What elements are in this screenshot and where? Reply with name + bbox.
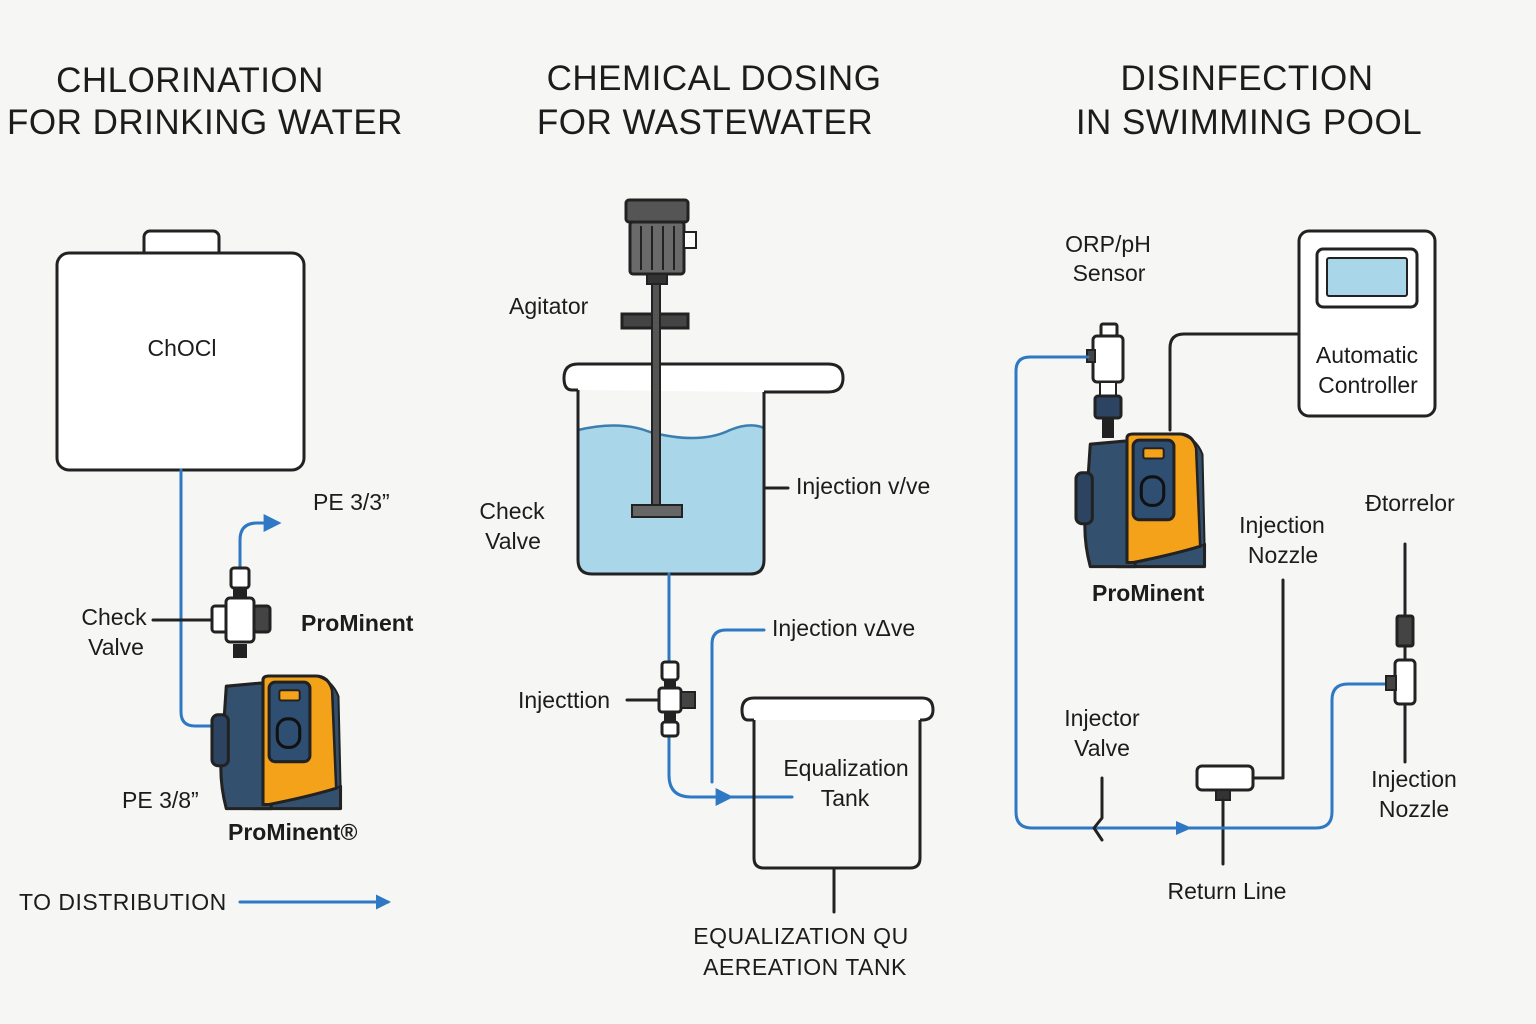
injection-nozzle-right[interactable]	[1385, 614, 1417, 764]
nozzle-mid-label-2: Nozzle	[1248, 542, 1318, 568]
injector-valve-label-1: Injector	[1064, 705, 1140, 731]
agitator-label: Agitator	[509, 293, 589, 319]
controller-cable	[1168, 332, 1301, 432]
controller-label-2: Controller	[1318, 372, 1418, 398]
injector-valve-leader	[1092, 776, 1104, 842]
agitator-shaft	[651, 283, 661, 511]
panel-chlorination: CHLORINATION FOR DRINKING WATER ChOCl PE…	[7, 61, 414, 915]
automatic-controller[interactable]: Automatic Controller	[1297, 229, 1437, 418]
footer-label-2: AEREATION TANK	[703, 954, 907, 980]
agitator-impeller	[631, 504, 683, 518]
equalization-tank-label-1: Equalization	[783, 755, 908, 781]
check-valve-label-1: Check	[81, 604, 147, 630]
injection-fitting[interactable]	[657, 660, 696, 738]
nozzle-right-label-1: Injection	[1371, 766, 1457, 792]
controller-small-label: Đtorrelor	[1365, 490, 1455, 516]
equalization-tank: Equalization Tank	[740, 696, 935, 870]
dosing-line	[667, 572, 734, 806]
discharge-line	[238, 514, 282, 572]
nozzle-mid-leader	[1250, 578, 1285, 780]
nozzle-right-label-2: Nozzle	[1379, 796, 1449, 822]
tank-label: ChOCl	[147, 335, 216, 361]
pipe-label-top: PE 3/3”	[313, 489, 390, 515]
mixing-tank	[562, 362, 845, 576]
panel2-check-valve-label-2: Valve	[485, 528, 541, 554]
chemical-tank: ChOCl	[55, 229, 306, 472]
return-line-fitting[interactable]	[1195, 764, 1255, 801]
suction-line	[179, 468, 214, 728]
return-pipe	[1188, 682, 1388, 830]
injector-valve-label-2: Valve	[1074, 735, 1130, 761]
sensor-label-1: ORP/pH	[1065, 231, 1151, 257]
panel3-brand-label: ProMinent	[1092, 580, 1205, 606]
check-valve-label-2: Valve	[88, 634, 144, 660]
return-line-label: Return Line	[1168, 878, 1287, 904]
distribution-label: TO DISTRIBUTION	[19, 889, 227, 915]
footer-label-1: EQUALIZATION QU	[693, 923, 908, 949]
panel-swimming-pool: DISINFECTION IN SWIMMING POOL ORP/pH Sen…	[1014, 59, 1457, 904]
panel2-check-valve-label-1: Check	[479, 498, 545, 524]
panel-wastewater: CHEMICAL DOSING FOR WASTEWATER Agitator	[479, 59, 935, 980]
nozzle-mid-label-1: Injection	[1239, 512, 1325, 538]
sensor-label-2: Sensor	[1073, 260, 1146, 286]
brand-label-top: ProMinent	[301, 610, 414, 636]
injection-valve-lower-label: Injection vΔve	[772, 615, 915, 641]
injection-label: Injecttion	[518, 687, 610, 713]
dosing-pump[interactable]	[210, 674, 343, 811]
panel3-title-line1: DISINFECTION	[1121, 59, 1374, 98]
sample-line	[1014, 355, 1192, 830]
injection-valve-upper-label: Injection v/ve	[796, 473, 930, 499]
panel2-title-line2: FOR WASTEWATER	[537, 103, 873, 142]
controller-label-1: Automatic	[1316, 342, 1418, 368]
panel2-title-line1: CHEMICAL DOSING	[547, 59, 882, 98]
pipe-label-bottom: PE 3/8”	[122, 787, 199, 813]
check-valve[interactable]	[210, 566, 272, 658]
brand-label-bottom: ProMinent®	[228, 819, 357, 845]
injection-line	[710, 628, 766, 784]
pool-dosing-pump[interactable]	[1074, 432, 1207, 569]
panel1-title-line2: FOR DRINKING WATER	[7, 103, 403, 142]
equalization-tank-label-2: Tank	[821, 785, 870, 811]
panel3-title-line2: IN SWIMMING POOL	[1076, 103, 1422, 142]
panel1-title-line1: CHLORINATION	[56, 61, 324, 100]
agitator-motor[interactable]	[624, 198, 697, 285]
flow-arrow	[1176, 821, 1192, 835]
orp-ph-sensor[interactable]	[1086, 322, 1125, 438]
